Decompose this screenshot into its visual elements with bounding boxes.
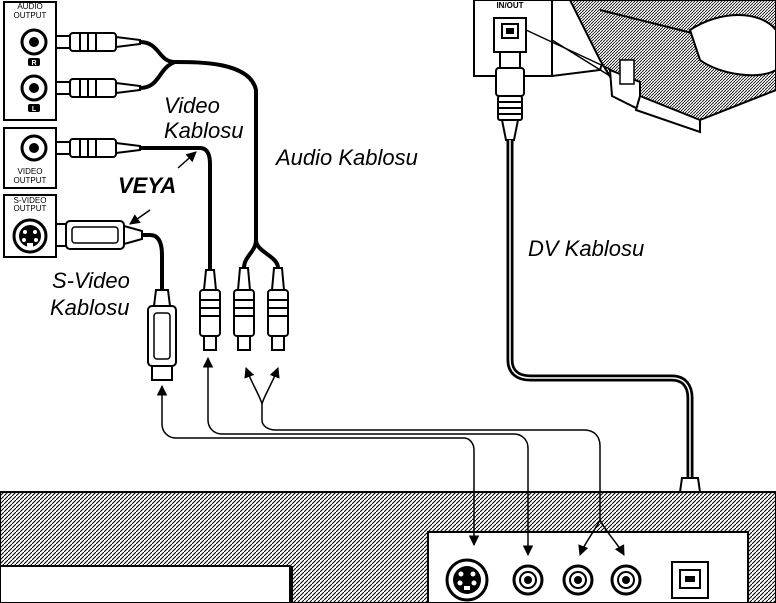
video-plug-source bbox=[55, 138, 141, 158]
svideo-plug-source bbox=[55, 220, 143, 250]
audio-l-input-jack[interactable] bbox=[562, 564, 594, 596]
svideo-cable-label-1: S-Video bbox=[52, 268, 130, 293]
recorder-front-panel bbox=[0, 491, 776, 603]
audio-plug-dest-l bbox=[233, 267, 255, 351]
svideo-cable bbox=[142, 233, 164, 290]
video-cable-label-2: Kablosu bbox=[164, 118, 244, 143]
video-output-panel: VIDEO OUTPUT bbox=[3, 127, 57, 189]
dv-cable-label: DV Kablosu bbox=[528, 236, 645, 261]
audio-l-jack[interactable] bbox=[20, 74, 48, 102]
dv-input-port[interactable] bbox=[671, 561, 709, 599]
dv-in-out-label: IN/OUT bbox=[496, 1, 523, 10]
audio-r-label: R bbox=[31, 60, 36, 67]
video-cable-label-1: Video bbox=[164, 93, 220, 118]
svideo-plug-dest bbox=[147, 289, 177, 381]
audio-plug-dest-r bbox=[267, 267, 289, 351]
audio-r-plug bbox=[55, 32, 141, 52]
svideo-output-label-2: OUTPUT bbox=[14, 204, 47, 213]
routing-lines bbox=[129, 151, 625, 557]
svideo-output-panel: S-VIDEO OUTPUT bbox=[3, 194, 57, 258]
video-output-jack[interactable] bbox=[20, 134, 48, 162]
video-output-label-1: VIDEO bbox=[18, 167, 43, 176]
video-input-jack[interactable] bbox=[512, 564, 544, 596]
audio-l-label: L bbox=[32, 106, 37, 113]
audio-output-label-1: AUDIO bbox=[17, 2, 42, 11]
dv-plug-camcorder bbox=[495, 51, 525, 141]
audio-cable bbox=[139, 40, 280, 269]
dv-cable bbox=[506, 140, 694, 478]
svideo-input-jack[interactable] bbox=[445, 558, 489, 602]
video-cable bbox=[140, 146, 212, 270]
dv-port-camcorder[interactable] bbox=[493, 17, 527, 53]
audio-cable-label: Audio Kablosu bbox=[276, 145, 418, 170]
audio-l-plug bbox=[55, 78, 141, 98]
audio-output-label-2: OUTPUT bbox=[14, 11, 47, 20]
audio-r-input-jack[interactable] bbox=[610, 564, 642, 596]
video-output-label-2: OUTPUT bbox=[14, 176, 47, 185]
audio-r-jack[interactable] bbox=[20, 28, 48, 56]
svideo-cable-label-2: Kablosu bbox=[50, 295, 130, 320]
svideo-output-jack[interactable] bbox=[12, 218, 48, 254]
svideo-output-label-1: S-VIDEO bbox=[14, 196, 47, 205]
or-label: VEYA bbox=[118, 173, 177, 198]
video-plug-dest bbox=[199, 269, 221, 351]
audio-output-panel: AUDIO OUTPUT R L bbox=[3, 1, 57, 121]
